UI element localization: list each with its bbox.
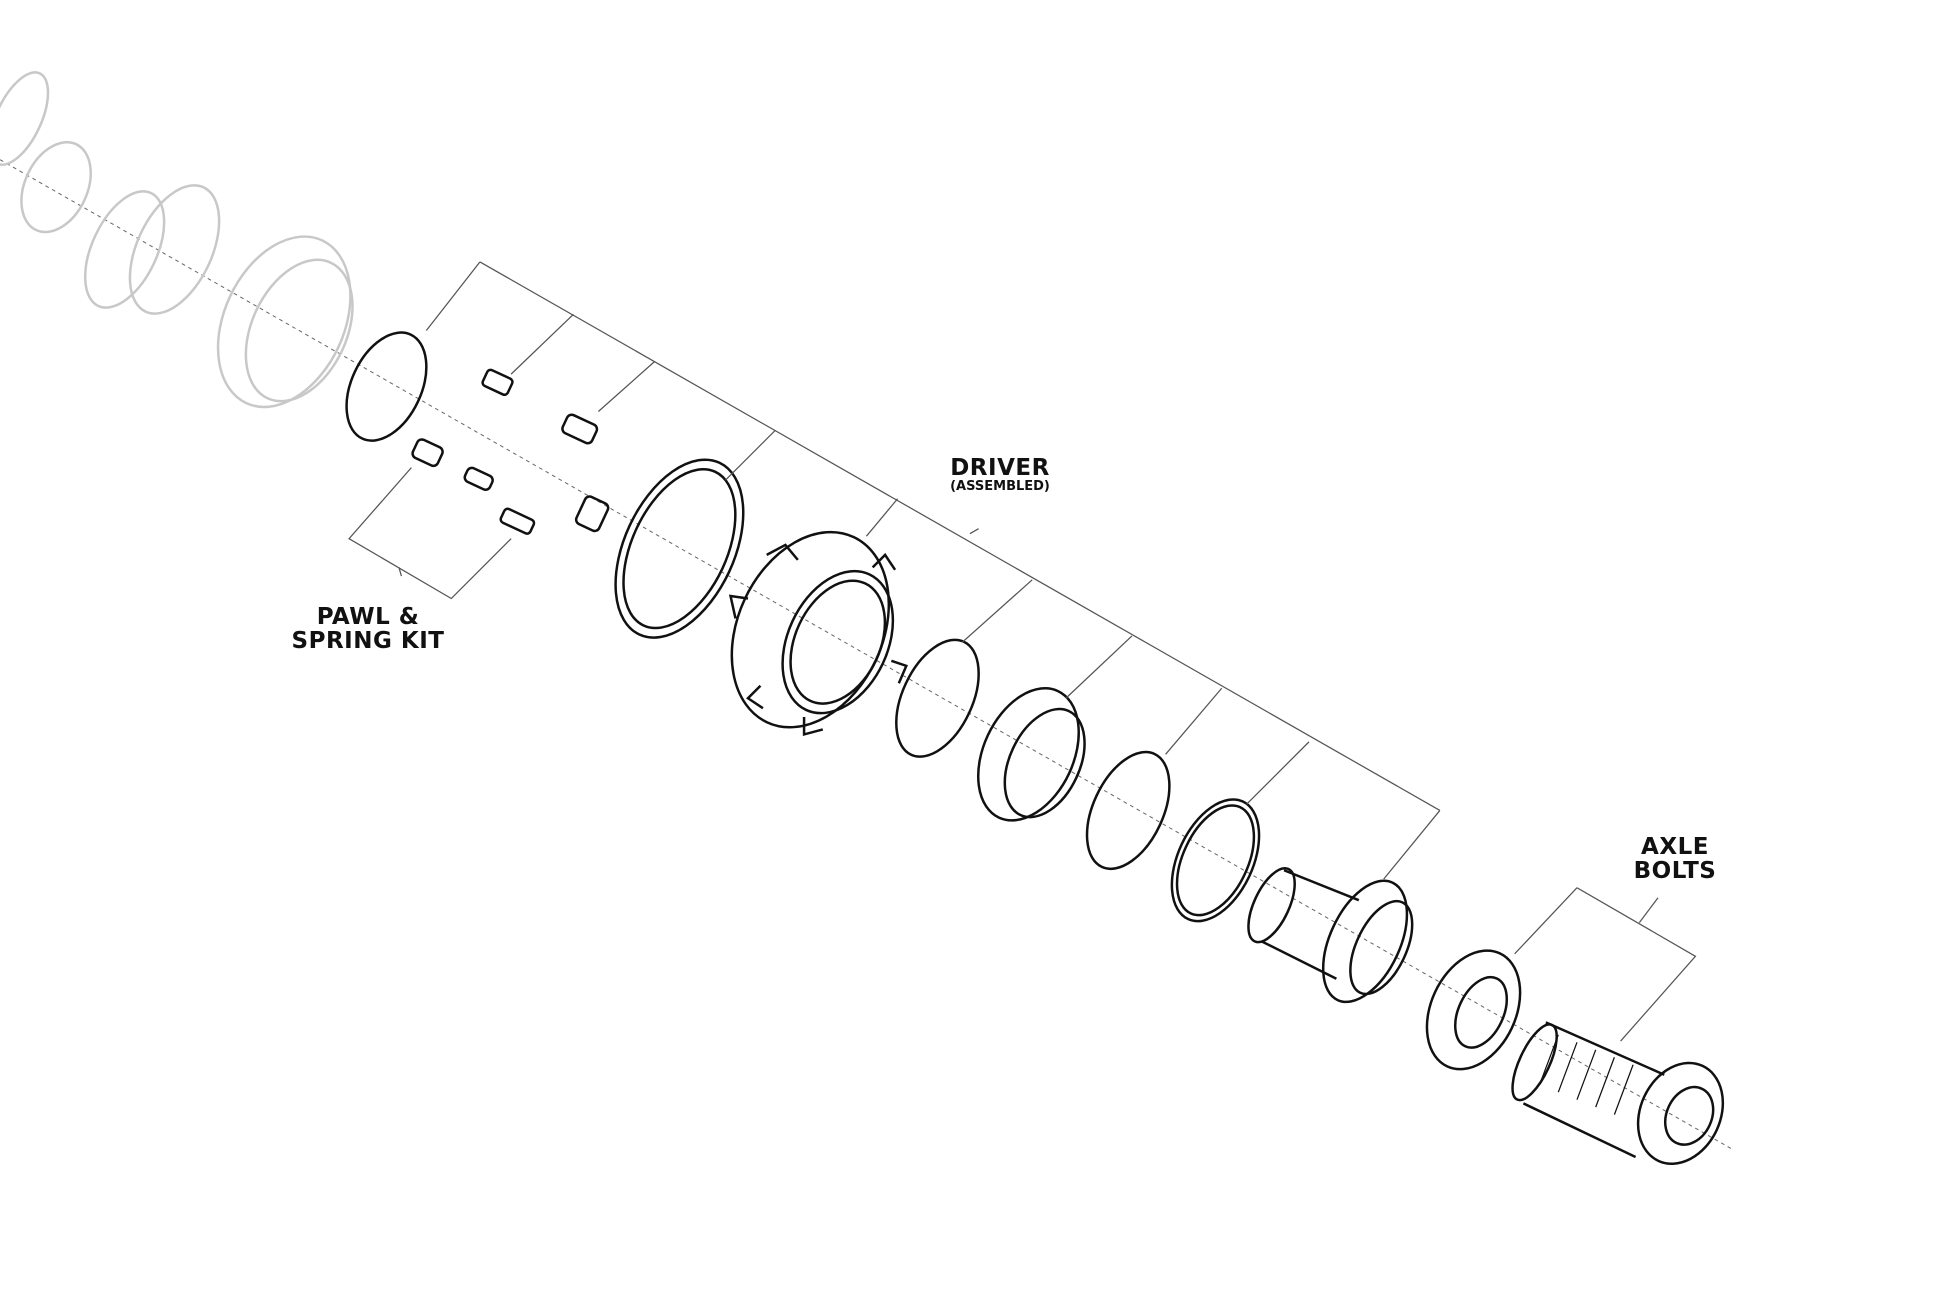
ring: [895, 638, 980, 758]
washer: [1425, 949, 1522, 1071]
axle-bolts-label: AXLE BOLTS: [1610, 835, 1740, 883]
faded-parts: [0, 71, 354, 409]
ring: [1085, 750, 1171, 871]
ring: [1170, 798, 1261, 923]
spring: [574, 495, 610, 533]
pawl: [499, 507, 536, 535]
needle-bearing: [976, 687, 1086, 822]
axle-label-line2: BOLTS: [1633, 858, 1717, 885]
pawl-label-line2: SPRING KIT: [291, 628, 445, 655]
seal-ring: [614, 458, 745, 639]
pawl-label-line1: PAWL &: [316, 604, 420, 630]
axle-bolt: [1511, 1021, 1725, 1165]
pawl: [561, 413, 599, 445]
spring: [463, 466, 494, 492]
parts: [345, 331, 1725, 1165]
pawl: [481, 368, 514, 397]
snap-ring: [345, 331, 428, 442]
center-axis: [0, 159, 1734, 1150]
driver-label: DRIVER (ASSEMBLED): [930, 456, 1070, 494]
driver-sprocket: [728, 530, 908, 737]
axle-label-line1: AXLE: [1641, 834, 1709, 860]
pawl-spring-kit-label: PAWL & SPRING KIT: [258, 605, 478, 653]
spring: [411, 438, 444, 468]
bearing-cylinder: [1247, 867, 1414, 1004]
driver-title: DRIVER: [950, 455, 1050, 481]
leader-lines: [348, 261, 1697, 1042]
driver-subtitle: (ASSEMBLED): [950, 479, 1050, 495]
